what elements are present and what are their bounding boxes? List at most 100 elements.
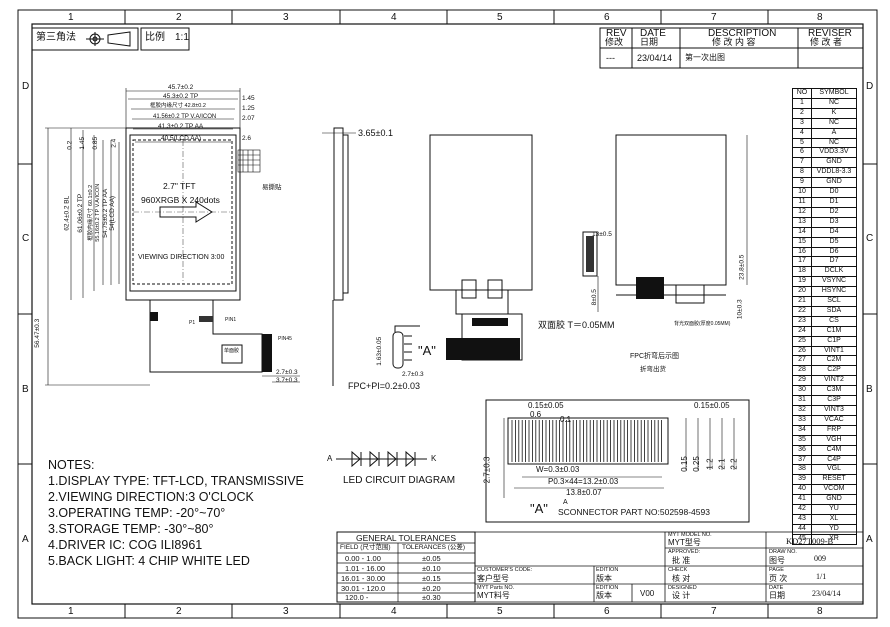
tolerance-row-4-value: ±0.20 <box>422 584 441 593</box>
pin-number: 25 <box>792 335 812 347</box>
pin-symbol: VINT3 <box>811 405 857 416</box>
conn-total-width: 13.8±0.07 <box>566 488 602 497</box>
pin-symbol: SYMBOL <box>811 88 857 99</box>
pin-symbol: D0 <box>811 187 857 198</box>
backlight-tape-note: 背光双面胶(厚度0.05MM) <box>674 321 731 327</box>
pin-number: 17 <box>792 256 812 268</box>
customer-code-label-cn: 客户型号 <box>477 574 509 583</box>
notes-title: NOTES: <box>48 458 95 472</box>
note-2: 2.VIEWING DIRECTION:3 O'CLOCK <box>48 490 254 504</box>
pin-symbol: D3 <box>811 216 857 228</box>
pin-symbol: D2 <box>811 206 857 218</box>
viewing-direction-label: VIEWING DIRECTION 3:00 <box>138 254 225 261</box>
dim-left-small-2: 1.45 <box>79 136 87 150</box>
tolerance-row-5-value: ±0.30 <box>422 593 441 602</box>
dim-left-small-4: 2.4 <box>110 138 118 148</box>
pin-number: 43 <box>792 513 812 525</box>
rev-value: --- <box>606 53 615 63</box>
col-label-8: 8 <box>817 12 823 23</box>
dim-va-width: 41.56±0.2 TP V.A/ICON <box>153 114 217 120</box>
pin-symbol: HSYNC <box>811 286 857 298</box>
drawno-label: DRAW NO. <box>769 549 797 555</box>
dim-tp-width: 45.3±0.2 TP <box>163 93 199 100</box>
pin-symbol: C3M <box>811 385 857 397</box>
pin-symbol: VDDL8-3.3 <box>811 167 857 179</box>
pin-number: 4 <box>792 127 812 139</box>
note-5: 4.DRIVER IC: COG ILI8961 <box>48 538 203 552</box>
col-label-7-bottom: 7 <box>711 606 717 617</box>
note-4: 3.STORAGE TEMP: -30°~80° <box>48 522 214 536</box>
date-header: DATE <box>640 28 666 39</box>
pin-number: 22 <box>792 305 812 317</box>
pin-symbol: VGL <box>811 464 857 476</box>
pin-p1-label: P1 <box>189 320 196 326</box>
tolerance-row-3-value: ±0.15 <box>422 574 441 583</box>
led-cathode-label: K <box>431 454 437 463</box>
double-tape-label: 双面胶 T＝0.05MM <box>538 320 615 330</box>
col-label-6: 6 <box>604 12 610 23</box>
col-label-1: 1 <box>68 12 74 23</box>
pin-number: 13 <box>792 216 812 228</box>
pin-number: 44 <box>792 523 812 535</box>
pin-symbol: VGH <box>811 434 857 446</box>
pin-number: 31 <box>792 395 812 406</box>
pin-number: NO <box>792 88 812 99</box>
pin-symbol: C1M <box>811 325 857 337</box>
pin-number: 10 <box>792 187 812 198</box>
dim-right-2: 1.25 <box>242 105 255 112</box>
col-label-5-bottom: 5 <box>497 606 503 617</box>
pin-number: 19 <box>792 276 812 288</box>
pin-symbol: GND <box>811 177 857 189</box>
tolerance-row-1-value: ±0.05 <box>422 554 441 563</box>
conn-pitch: P0.3×44=13.2±0.03 <box>548 477 619 486</box>
row-label-C-right: C <box>866 233 874 244</box>
pin-symbol: C1P <box>811 335 857 347</box>
model-no-label-cn: MYT型号 <box>668 538 701 547</box>
pin-symbol: VCOM <box>811 484 857 496</box>
pin-symbol: NC <box>811 137 857 149</box>
rev-header: REV <box>606 28 627 39</box>
tolerance-row-2-field: 1.01 - 16.00 <box>345 564 386 573</box>
pin-symbol: C2P <box>811 365 857 377</box>
pin-number: 20 <box>792 286 812 298</box>
single-tape-label: 单面胶 <box>224 348 240 354</box>
edition-label-cn: 版本 <box>596 574 612 583</box>
check-label-cn: 核 对 <box>672 574 691 583</box>
col-label-4-bottom: 4 <box>391 606 397 617</box>
conn-part-number: SCONNECTOR PART NO:502598-4593 <box>558 507 710 517</box>
scale-value: 1:1 <box>175 32 189 43</box>
dim-lcd-aa-height: 54(LCD AA) <box>109 195 117 231</box>
pin-symbol: VINT2 <box>811 375 857 387</box>
pin-symbol: D5 <box>811 236 857 248</box>
myt-parts-label-cn: MYT料号 <box>477 591 510 600</box>
pin-number: 42 <box>792 504 812 515</box>
col-label-3: 3 <box>283 12 289 23</box>
pin45-label: PIN45 <box>278 336 292 342</box>
dim-tp-aa-width: 41.3±0.2 TP AA <box>158 123 204 130</box>
fpc-thickness-dim: FPC+PI=0.2±0.03 <box>348 381 420 391</box>
conn-height-dim: 2.7±0.3 <box>482 456 492 484</box>
pin-number: 30 <box>792 385 812 397</box>
approved-label: APPROVED: <box>668 549 701 555</box>
drawno-value: 009 <box>814 554 826 563</box>
detail-a-callout: "A" <box>418 343 436 358</box>
date-label: DATE <box>769 585 784 591</box>
tolerance-field-header: FIELD (尺寸范围) <box>340 544 391 551</box>
tolerance-row-4-field: 30.01 - 120.0 <box>341 584 386 593</box>
pin-symbol: K <box>811 107 857 119</box>
pin-symbol: GND <box>811 494 857 506</box>
row-label-B: B <box>22 384 29 395</box>
note-6: 5.BACK LIGHT: 4 CHIP WHITE LED <box>48 554 250 568</box>
pin-number: 3 <box>792 117 812 129</box>
